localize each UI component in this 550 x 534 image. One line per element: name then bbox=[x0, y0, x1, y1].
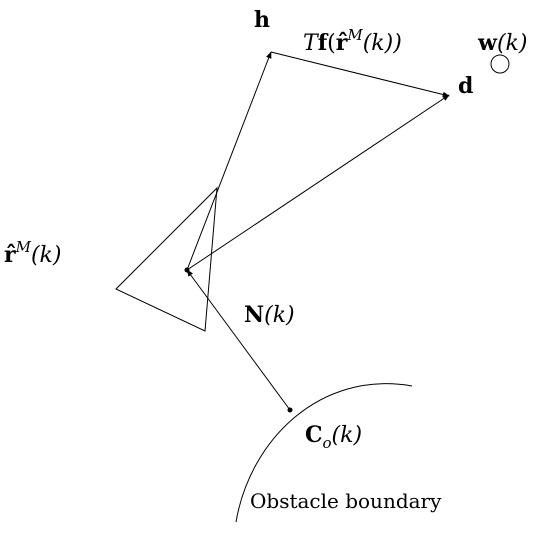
label-force: Tf(r̂M(k)) bbox=[303, 26, 402, 56]
force-vector-h-to-d bbox=[270, 51, 450, 98]
label-d: d bbox=[458, 73, 473, 99]
label-c-o: Co(k) bbox=[305, 422, 362, 452]
label-h: h bbox=[254, 7, 270, 33]
point-c-o bbox=[287, 407, 293, 413]
point-rhat bbox=[184, 267, 190, 273]
obstacle-boundary-arc bbox=[235, 383, 413, 523]
vector-r-to-d bbox=[186, 94, 450, 271]
label-w: w(k) bbox=[477, 30, 527, 56]
robot-triangle bbox=[115, 186, 218, 332]
label-obstacle-boundary: Obstacle boundary bbox=[250, 489, 442, 513]
label-rhat: r̂M(k) bbox=[4, 238, 61, 268]
w-open-circle bbox=[490, 54, 510, 74]
vector-r-to-h bbox=[186, 51, 272, 271]
label-n: N(k) bbox=[244, 302, 295, 328]
normal-vector-arrow bbox=[186, 269, 291, 411]
